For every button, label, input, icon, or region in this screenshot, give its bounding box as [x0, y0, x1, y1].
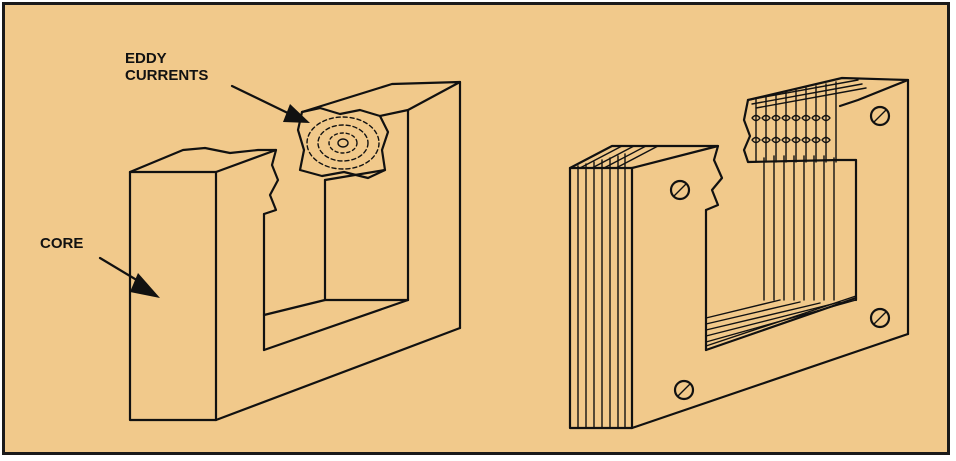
solid-core — [130, 82, 460, 420]
laminated-core — [570, 78, 908, 428]
eddy-currents-callout: EDDY CURRENTS — [125, 50, 310, 123]
bolt-icon — [671, 181, 689, 199]
core-callout: CORE — [40, 235, 160, 298]
eddy-arrow — [232, 86, 296, 117]
eddy-label-line2: CURRENTS — [125, 67, 208, 84]
core-arrowhead — [130, 273, 160, 298]
eddy-label-line1: EDDY — [125, 50, 167, 67]
eddy-arrowhead — [283, 104, 310, 123]
core-label: CORE — [40, 235, 83, 252]
bolt-icon — [871, 107, 889, 125]
bolt-icon — [675, 381, 693, 399]
bolt-icon — [871, 309, 889, 327]
